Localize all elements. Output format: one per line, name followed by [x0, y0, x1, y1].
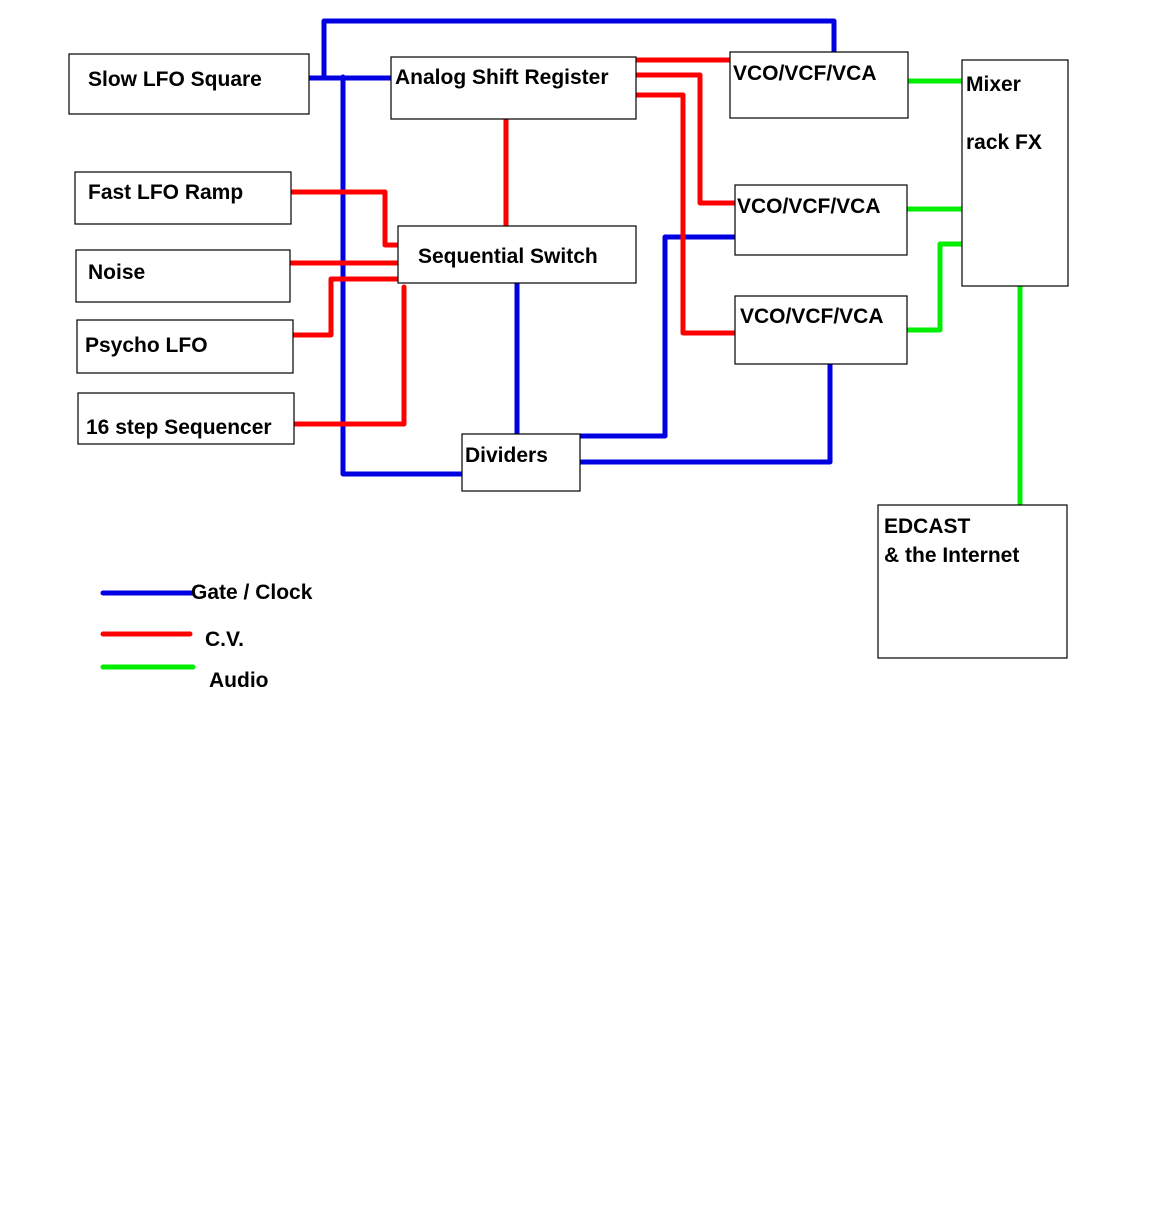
module-box — [877, 504, 1068, 659]
module-box — [68, 53, 310, 115]
module-psycho-lfo: Psycho LFO — [76, 319, 294, 374]
module-dividers: Dividers — [461, 433, 581, 492]
module-analog-shift-register: Analog Shift Register — [390, 56, 637, 120]
legend-item-audio: Audio — [100, 664, 268, 692]
module-label: VCO/VCF/VCA — [733, 62, 877, 85]
module-label: & the Internet — [884, 544, 1019, 567]
module-label: Dividers — [465, 444, 548, 467]
wire-gate-dividers->vco-2 — [577, 234, 740, 439]
wire-cv-sequencer-16->seq-switch — [291, 284, 407, 427]
legend-item-cv: C.V. — [100, 628, 244, 651]
module-mixer: Mixer rack FX — [961, 59, 1069, 287]
wire-cv-asr->vco-3 — [633, 92, 738, 336]
module-noise: Noise — [75, 249, 291, 303]
wire-cv-asr->vco-2 — [633, 72, 738, 206]
module-label: Fast LFO Ramp — [88, 181, 243, 204]
module-label: Analog Shift Register — [395, 66, 609, 89]
module-label: VCO/VCF/VCA — [740, 305, 884, 328]
module-box — [729, 51, 909, 119]
module-box — [397, 225, 637, 284]
module-label: Noise — [88, 261, 145, 284]
wire-audio-vco-3->mixer — [904, 241, 965, 333]
legend-label: Gate / Clock — [191, 581, 313, 604]
module-box — [77, 392, 295, 445]
wire-cv-psycho-lfo->seq-switch — [290, 276, 401, 338]
module-label: Sequential Switch — [418, 245, 598, 268]
module-fast-lfo: Fast LFO Ramp — [74, 171, 292, 225]
module-label: Mixer — [966, 73, 1021, 96]
module-sequential-switch: Sequential Switch — [397, 225, 637, 284]
wire-gate-dividers->vco-3 — [577, 361, 833, 465]
module-sequencer-16: 16 step Sequencer — [77, 392, 295, 445]
module-label: EDCAST — [884, 515, 971, 538]
module-label: Slow LFO Square — [88, 68, 262, 91]
legend-label: C.V. — [205, 628, 244, 651]
wires-layer — [287, 18, 1023, 511]
module-vco-3: VCO/VCF/VCA — [734, 295, 908, 365]
module-label: VCO/VCF/VCA — [737, 195, 881, 218]
legend-label: Audio — [209, 669, 268, 692]
module-box — [74, 171, 292, 225]
module-vco-2: VCO/VCF/VCA — [734, 184, 908, 256]
module-box — [461, 433, 581, 492]
wire-gate-slow-lfo->vco-1 — [321, 18, 837, 81]
module-label: Psycho LFO — [85, 334, 208, 357]
legend-item-gate: Gate / Clock — [100, 581, 313, 604]
module-edcast: EDCAST & the Internet — [877, 504, 1068, 659]
wire-cv-fast-lfo->seq-switch — [288, 189, 403, 248]
module-label: rack FX — [966, 131, 1042, 154]
module-box — [734, 184, 908, 256]
module-box — [961, 59, 1069, 287]
module-box — [75, 249, 291, 303]
module-box — [76, 319, 294, 374]
module-vco-1: VCO/VCF/VCA — [729, 51, 909, 119]
module-box — [734, 295, 908, 365]
module-box — [390, 56, 637, 120]
wire-gate-slow-lfo->dividers — [340, 74, 465, 477]
module-label: 16 step Sequencer — [86, 416, 272, 439]
module-slow-lfo: Slow LFO Square — [68, 53, 310, 115]
